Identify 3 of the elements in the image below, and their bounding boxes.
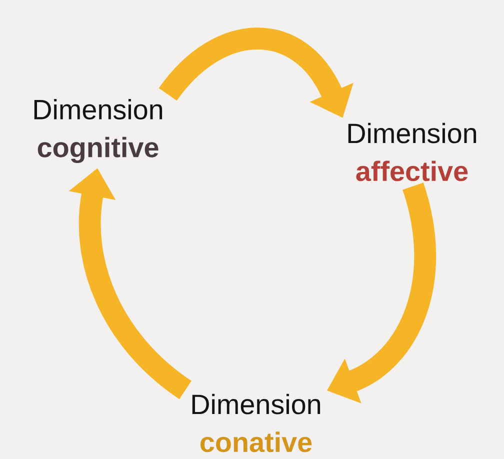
node-label: Dimension cognitive	[34, 99, 162, 163]
node-label: Dimension conative	[192, 394, 320, 452]
node-label: Dimension affective	[348, 122, 476, 182]
